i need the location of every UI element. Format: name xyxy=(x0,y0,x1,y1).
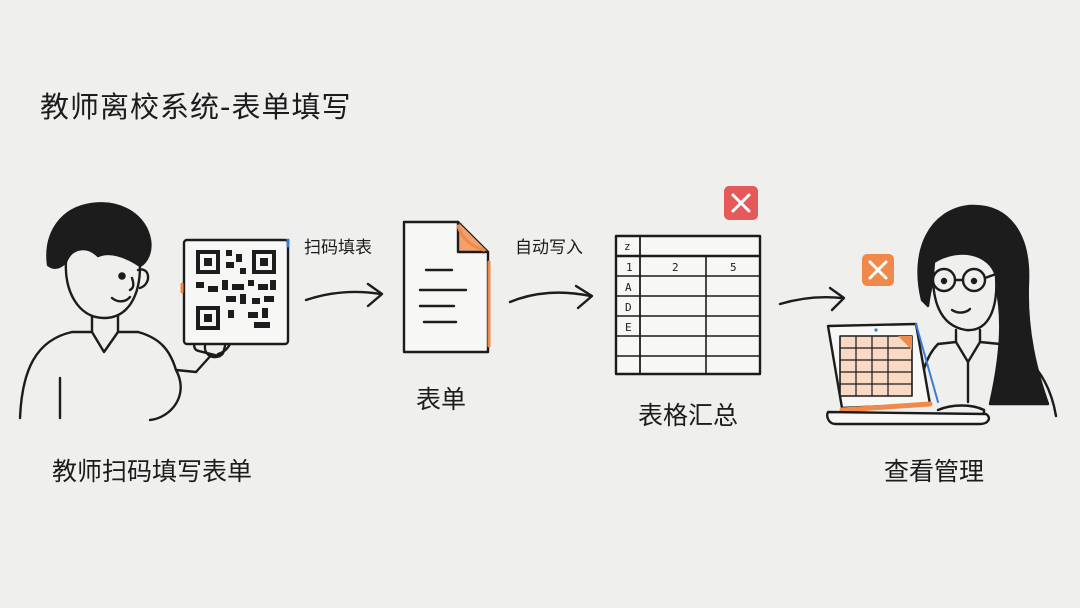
sheet-col-header: 5 xyxy=(730,261,737,274)
arrow-scan-to-form xyxy=(304,282,384,308)
arrow-form-to-sheet xyxy=(508,284,594,310)
sheet-row-label: E xyxy=(625,321,632,334)
qr-code-icon xyxy=(180,238,290,346)
admin-figure xyxy=(917,204,1058,420)
arrow-label-scan: 扫码填表 xyxy=(304,238,372,258)
close-icon xyxy=(724,186,758,220)
sheet-header-cell: z xyxy=(624,240,631,253)
sheet-grid-labels: z 1 2 5 A D E xyxy=(624,240,737,334)
step-label-teacher: 教师扫码填写表单 xyxy=(52,457,253,486)
spreadsheet-icon xyxy=(614,234,762,376)
sheet-row-label: A xyxy=(625,281,632,294)
arrow-sheet-to-admin xyxy=(778,286,846,312)
sheet-row-label: D xyxy=(625,301,632,314)
sheet-col-header: 1 xyxy=(626,261,633,274)
step-label-admin: 查看管理 xyxy=(884,457,985,486)
diagram-title: 教师离校系统-表单填写 xyxy=(40,90,352,124)
laptop-icon xyxy=(826,322,991,426)
document-icon xyxy=(402,220,491,354)
step-label-form: 表单 xyxy=(416,385,467,414)
arrow-label-auto-write: 自动写入 xyxy=(515,238,583,258)
sheet-col-header: 2 xyxy=(672,261,679,274)
step-label-sheet: 表格汇总 xyxy=(638,401,739,430)
close-icon xyxy=(862,254,894,286)
